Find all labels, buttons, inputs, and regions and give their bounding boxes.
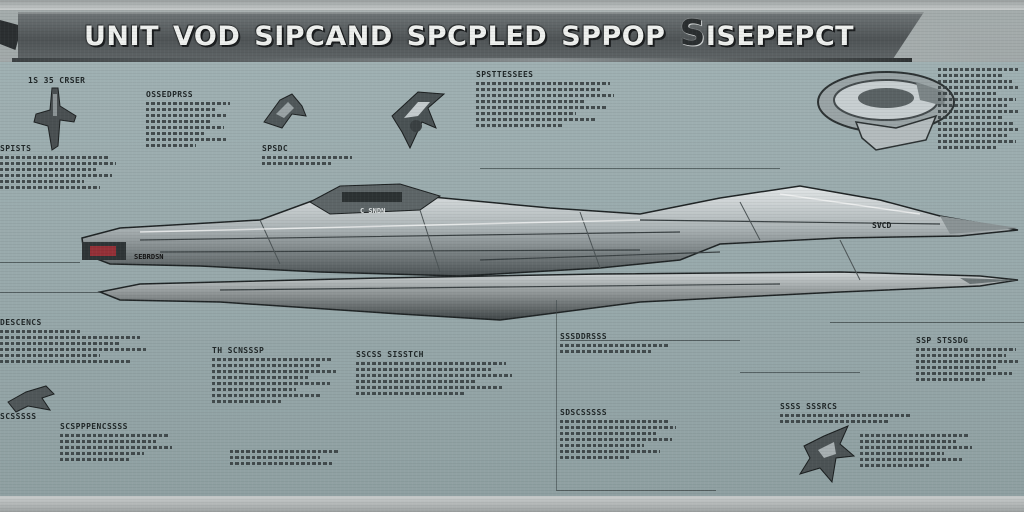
spec-block-left: SPISTS: [0, 144, 120, 192]
title-word-2: VOD: [172, 21, 241, 52]
spec-block-lower-mid: [230, 450, 350, 468]
spec-heading: SCSPPPENCSSSS: [60, 422, 128, 431]
leader-line-vertical: [556, 300, 557, 490]
spec-block-far-left-small: SCSSSSS: [0, 412, 60, 424]
spec-block-left-lower: DESCENCS: [0, 318, 150, 366]
spec-block-top-left-2: OSSEDPRSS: [146, 90, 236, 150]
title-word-5: SPPOP: [561, 21, 666, 52]
spec-heading: SCSSSSS: [0, 412, 37, 421]
banner-edge: [12, 58, 912, 63]
spec-heading: SPSDC: [262, 144, 289, 153]
spec-heading: SPISTS: [0, 144, 32, 153]
leader-line: [830, 322, 1024, 323]
spec-block-top-center: SPSTTESSEES: [476, 70, 616, 130]
spec-heading: 1S 35 CRSER: [28, 76, 86, 85]
spec-block-top-right: [938, 68, 1024, 152]
fighter-icon-1: [33, 87, 77, 151]
spec-block-bottom-right: [860, 434, 980, 470]
spec-heading: SPSTTESSEES: [476, 70, 534, 79]
spec-block-center-right: SSSDDRSSS: [560, 332, 680, 356]
spec-block-right: SSP STSSDG: [916, 336, 1024, 384]
ship-bridge-tag: C SNDN: [360, 207, 386, 215]
bottom-frame: [0, 496, 1024, 512]
spec-block-top-left: 1S 35 CRSER: [28, 76, 138, 88]
ship-hull-tag: SVCD: [872, 221, 892, 230]
spec-heading: SSSS SSSRCS: [780, 402, 838, 411]
spec-block-center-left: TH SCNSSSP: [212, 346, 342, 406]
spec-block-right-lower: SSSS SSSRCS: [780, 402, 920, 426]
leader-line: [560, 340, 740, 341]
spec-block-top-mid: SPSDC: [262, 144, 372, 168]
spec-block-center: SSCSS SISSTCH: [356, 350, 516, 398]
ship-side-tag: SEBRDSN: [134, 253, 164, 261]
title-banner: [18, 12, 924, 60]
corner-emblem: [0, 20, 22, 50]
leader-line: [556, 490, 716, 491]
leader-line: [480, 168, 780, 169]
spec-heading: SSSDDRSSS: [560, 332, 607, 341]
fighter-icon-5: [798, 425, 856, 484]
spec-heading: SSP STSSDG: [916, 336, 969, 345]
page-title: UNIT VOD SIPCAND SPCPLED SPPOP SISEPEPCT: [84, 13, 854, 54]
spec-heading: DESCENCS: [0, 318, 42, 327]
spec-block-bottom-left: SCSPPPENCSSSS: [60, 422, 180, 464]
fighter-icon-3: [391, 91, 446, 150]
title-word-3: SIPCAND: [254, 21, 393, 52]
spec-heading: TH SCNSSSP: [212, 346, 265, 355]
spec-block-bottom-center: SDSCSSSSS: [560, 408, 680, 462]
leader-line: [0, 262, 80, 263]
title-word-4: SPCPLED: [406, 21, 548, 52]
leader-line: [740, 372, 860, 373]
title-word-1: UNIT: [84, 21, 159, 52]
spec-heading: SSCSS SISSTCH: [356, 350, 424, 359]
fighter-icon-2: [263, 93, 307, 129]
spec-heading: OSSEDPRSS: [146, 90, 193, 99]
title-word-6: S: [679, 13, 706, 54]
title-word-7: ISEPEPCT: [705, 21, 855, 52]
fighter-icon-4: [7, 385, 55, 413]
leader-line: [0, 292, 100, 293]
main-starship-illustration: [81, 183, 1019, 321]
spec-heading: SDSCSSSSS: [560, 408, 607, 417]
top-frame: [0, 0, 1024, 10]
